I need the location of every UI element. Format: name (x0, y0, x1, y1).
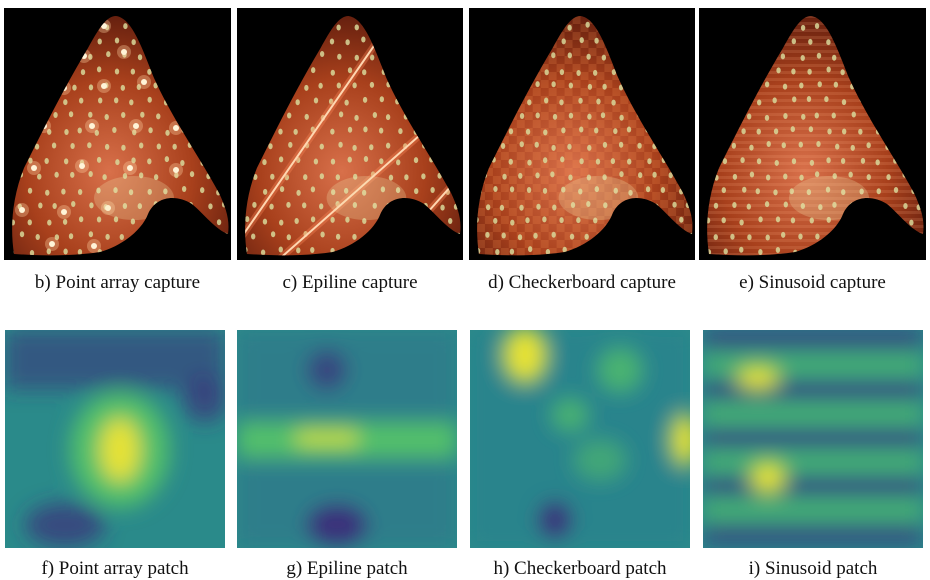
point-array-patch-image (5, 330, 225, 548)
strawberry-point-array-photo (4, 8, 231, 260)
epiline-patch-heatmap (237, 330, 457, 548)
caption-checkerboard-capture: d) Checkerboard capture (488, 272, 676, 293)
strawberry-sinusoid-photo (699, 8, 926, 260)
sinusoid-patch-image (703, 330, 923, 548)
strawberry-checkerboard-photo (469, 8, 695, 260)
caption-sinusoid-capture: e) Sinusoid capture (739, 272, 886, 293)
sinusoid-patch-heatmap (703, 330, 923, 548)
caption-checkerboard-patch: h) Checkerboard patch (493, 558, 667, 579)
caption-point-array-capture: b) Point array capture (34, 272, 201, 293)
sinusoid-capture-image (699, 8, 926, 260)
point-array-patch-heatmap (5, 330, 225, 548)
checkerboard-patch-image (470, 330, 690, 548)
epiline-capture-image (237, 8, 463, 260)
epiline-patch-image (237, 330, 457, 548)
strawberry-epiline-photo (237, 8, 463, 260)
point-array-capture-image (4, 8, 231, 260)
caption-point-array-patch: f) Point array patch (41, 558, 189, 579)
checkerboard-patch-heatmap (470, 330, 690, 548)
caption-epiline-patch: g) Epiline patch (286, 558, 408, 579)
caption-sinusoid-patch: i) Sinusoid patch (748, 558, 878, 579)
caption-epiline-capture: c) Epiline capture (282, 272, 418, 293)
checkerboard-capture-image (469, 8, 695, 260)
